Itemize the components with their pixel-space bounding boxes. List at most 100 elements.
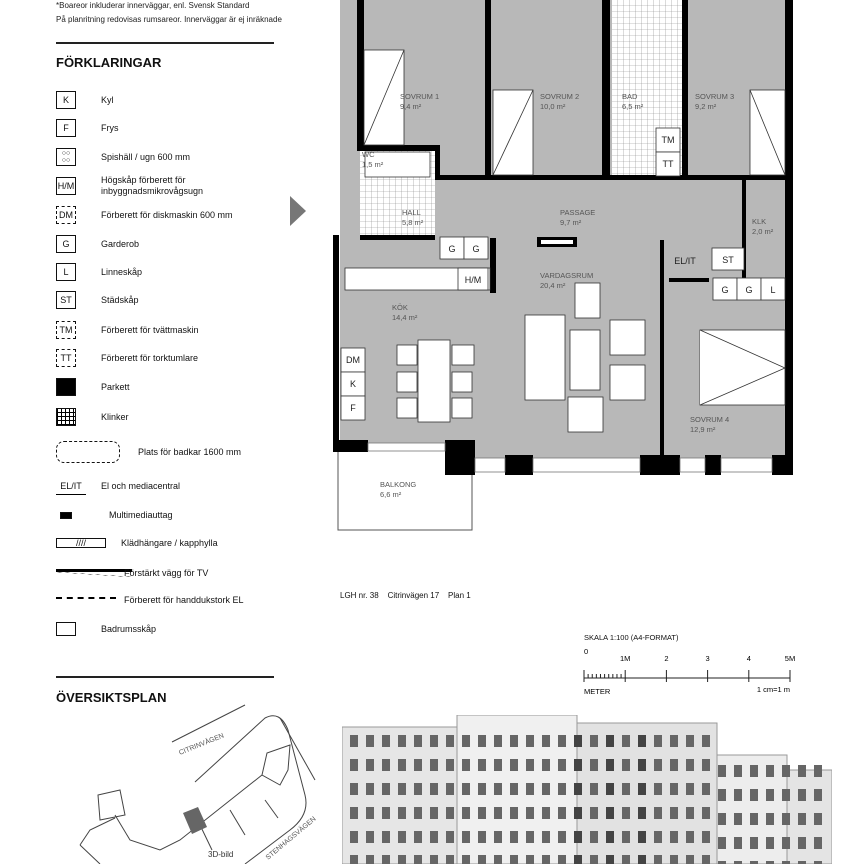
legend-label: Förberett för tvättmaskin bbox=[101, 325, 199, 335]
window bbox=[686, 831, 694, 843]
window bbox=[766, 765, 774, 777]
window bbox=[462, 759, 470, 771]
window bbox=[558, 735, 566, 747]
window bbox=[718, 837, 726, 849]
legend-item: Badrumsskåp bbox=[56, 619, 156, 639]
window bbox=[350, 735, 358, 747]
window bbox=[702, 855, 710, 864]
scale-tick-label: 1M bbox=[620, 654, 630, 663]
window bbox=[766, 861, 774, 864]
window bbox=[670, 783, 678, 795]
legend-item: ○○ ○○Spishäll / ugn 600 mm bbox=[56, 147, 190, 167]
legend-symbol-icon bbox=[56, 408, 76, 426]
legend-symbol-icon: ST bbox=[56, 291, 76, 309]
window bbox=[574, 759, 582, 771]
window bbox=[350, 807, 358, 819]
legend-label: Parkett bbox=[101, 382, 130, 392]
window bbox=[590, 735, 598, 747]
window bbox=[622, 831, 630, 843]
window bbox=[670, 735, 678, 747]
window bbox=[798, 813, 806, 825]
window bbox=[734, 789, 742, 801]
window bbox=[814, 765, 822, 777]
window bbox=[638, 759, 646, 771]
window bbox=[654, 783, 662, 795]
window bbox=[414, 783, 422, 795]
room-name: WC bbox=[362, 150, 375, 159]
window bbox=[494, 807, 502, 819]
legend-label: Förberett för handdukstork EL bbox=[124, 595, 244, 605]
view-label: 3D-bild bbox=[208, 850, 233, 859]
legend-symbol-icon: ○○ ○○ bbox=[56, 148, 76, 166]
wardrobe-label: G bbox=[745, 285, 752, 295]
window bbox=[702, 807, 710, 819]
legend-item: Förberett för handdukstork EL bbox=[56, 590, 244, 610]
window bbox=[670, 831, 678, 843]
legend-label: Kyl bbox=[101, 95, 114, 105]
window bbox=[606, 759, 614, 771]
window bbox=[814, 861, 822, 864]
window bbox=[622, 855, 630, 864]
window bbox=[366, 831, 374, 843]
legend-item: Plats för badkar 1600 mm bbox=[56, 441, 241, 463]
window bbox=[542, 855, 550, 864]
room-area: 6,5 m² bbox=[622, 102, 644, 111]
window bbox=[446, 759, 454, 771]
window bbox=[542, 831, 550, 843]
note-boarea: *Boareor inkluderar innerväggar, enl. Sv… bbox=[56, 1, 250, 10]
divider bbox=[56, 42, 274, 44]
dm-label: DM bbox=[346, 355, 360, 365]
window bbox=[718, 765, 726, 777]
legend-symbol-icon: F bbox=[56, 119, 76, 137]
window bbox=[494, 735, 502, 747]
legend-symbol-icon: K bbox=[56, 91, 76, 109]
hm-label: H/M bbox=[465, 275, 482, 285]
window bbox=[638, 735, 646, 747]
legend-item: F Frys bbox=[56, 118, 119, 138]
elit-label: EL/IT bbox=[674, 256, 696, 266]
window bbox=[526, 783, 534, 795]
window bbox=[494, 831, 502, 843]
window bbox=[734, 765, 742, 777]
window bbox=[686, 855, 694, 864]
window bbox=[478, 759, 486, 771]
legend-symbol-icon bbox=[56, 569, 132, 577]
window bbox=[734, 861, 742, 864]
window bbox=[814, 789, 822, 801]
divider bbox=[56, 676, 274, 678]
window bbox=[510, 735, 518, 747]
room-name: BAD bbox=[622, 92, 638, 101]
window bbox=[686, 783, 694, 795]
window bbox=[670, 759, 678, 771]
window bbox=[590, 807, 598, 819]
window bbox=[702, 759, 710, 771]
legend-item: ////Klädhängare / kapphylla bbox=[56, 533, 218, 553]
highlighted-apartment bbox=[183, 807, 207, 834]
window bbox=[414, 855, 422, 864]
entrance-arrow-icon bbox=[290, 196, 306, 226]
window bbox=[414, 831, 422, 843]
legend-symbol-icon: EL/IT bbox=[56, 477, 86, 495]
window bbox=[350, 855, 358, 864]
window bbox=[750, 789, 758, 801]
room-area: 9,4 m² bbox=[400, 102, 422, 111]
window bbox=[750, 813, 758, 825]
legend-item: K Kyl bbox=[56, 90, 114, 110]
window bbox=[670, 807, 678, 819]
window bbox=[686, 759, 694, 771]
legend-label: Frys bbox=[101, 123, 119, 133]
legend-symbol-icon bbox=[56, 622, 76, 636]
window bbox=[686, 807, 694, 819]
window bbox=[510, 759, 518, 771]
window bbox=[478, 855, 486, 864]
window bbox=[446, 783, 454, 795]
window bbox=[702, 831, 710, 843]
window bbox=[526, 759, 534, 771]
legend-symbol-icon: G bbox=[56, 235, 76, 253]
window bbox=[430, 783, 438, 795]
window bbox=[526, 735, 534, 747]
window bbox=[350, 783, 358, 795]
